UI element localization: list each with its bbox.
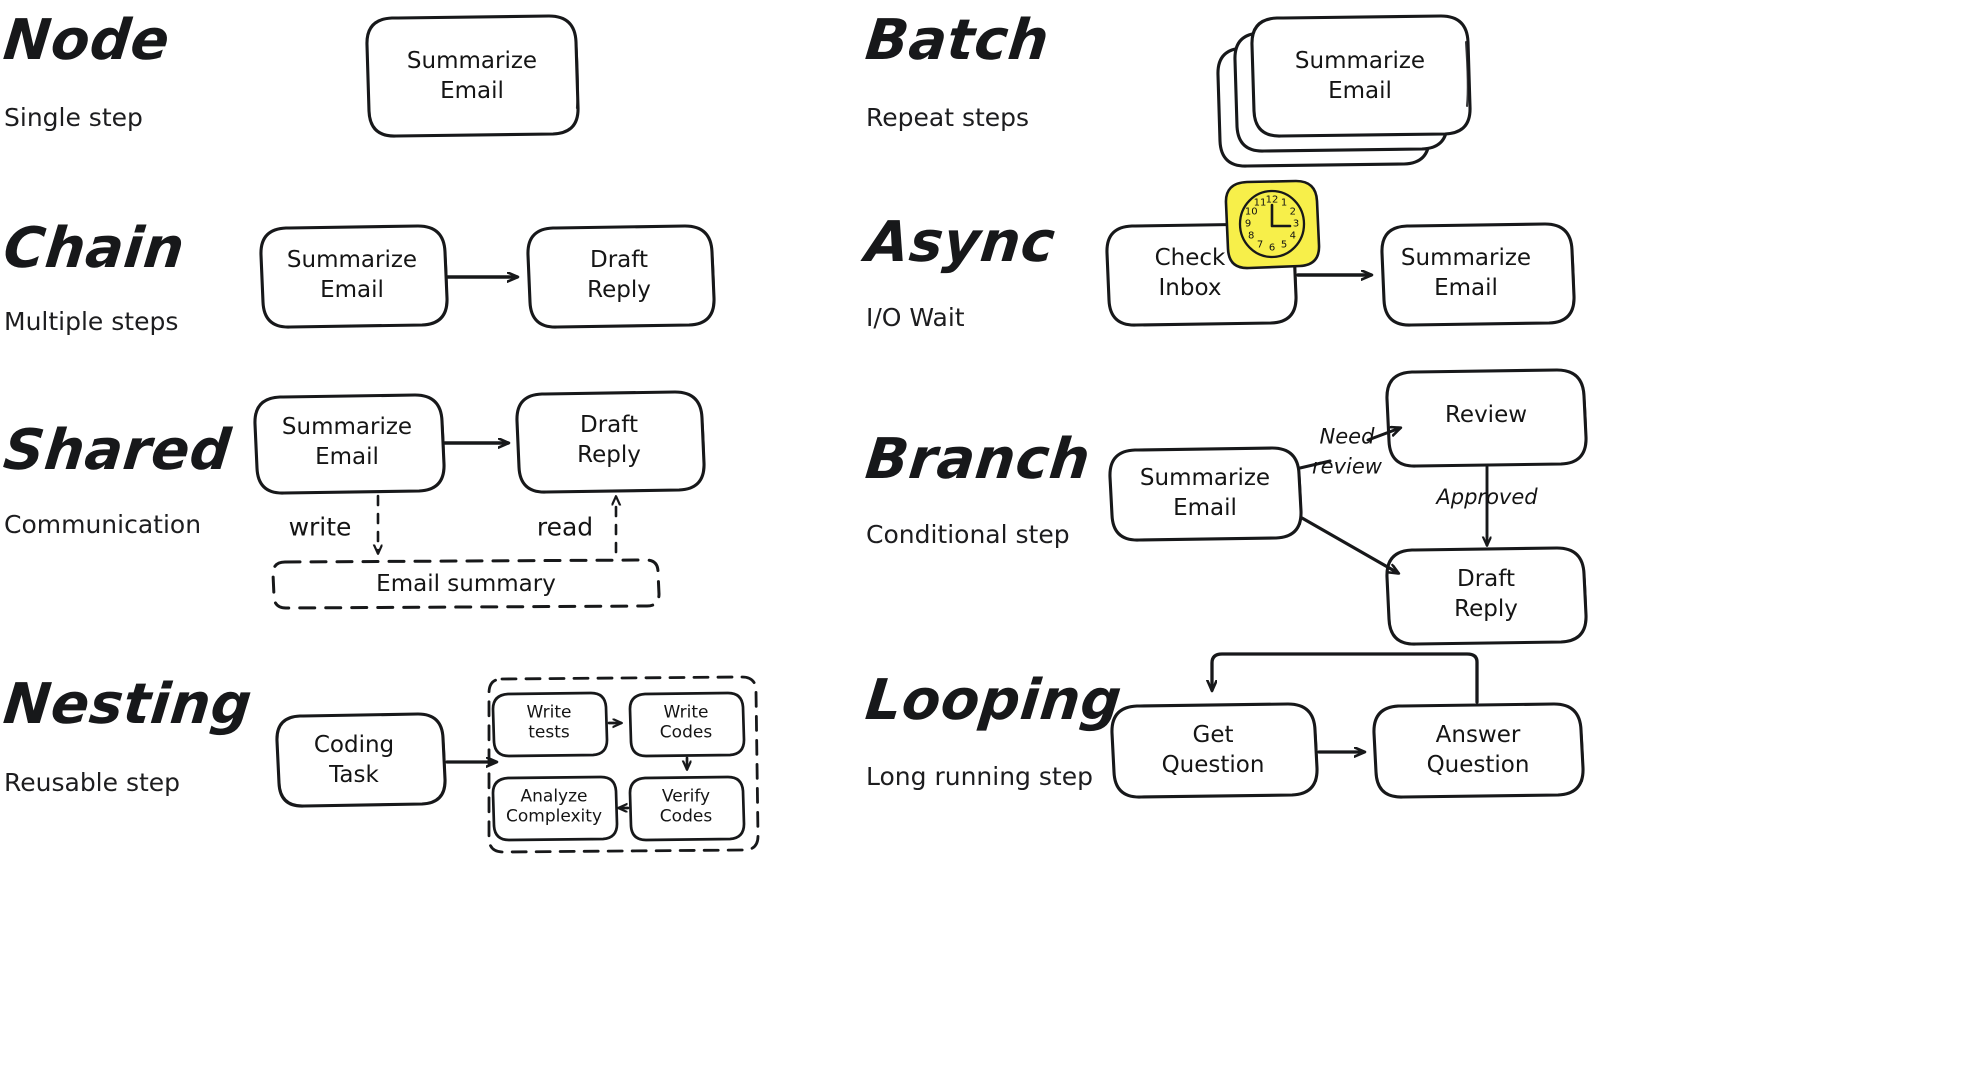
looping-node-answer-question[interactable] <box>1372 702 1585 799</box>
looping-label-answer-question: Answer Question <box>1426 722 1530 778</box>
clock-hour-3: 3 <box>1292 218 1300 230</box>
nesting-label-analyze-complexity: Analyze Complexity <box>505 786 603 827</box>
shared-label-summarize-email: Summarize Email <box>281 414 413 470</box>
clock-hour-5: 5 <box>1280 239 1288 251</box>
shared-edge-label-read: read <box>536 512 594 542</box>
section-title-branch: Branch <box>862 427 1094 492</box>
batch-card-stack[interactable] <box>1216 14 1472 168</box>
branch-node-review[interactable] <box>1385 368 1588 468</box>
async-label-summarize-email: Summarize Email <box>1400 245 1532 301</box>
section-subtitle-looping: Long running step <box>866 762 1093 791</box>
shared-store-email-summary[interactable] <box>271 558 661 610</box>
chain-label-draft-reply: Draft Reply <box>587 247 651 303</box>
section-title-looping: Looping <box>862 668 1125 733</box>
nesting-group-container <box>487 675 760 854</box>
clock-hour-12: 12 <box>1265 194 1279 206</box>
section-subtitle-node: Single step <box>4 103 143 132</box>
section-title-node: Node <box>0 8 173 73</box>
shared-node-summarize-email[interactable] <box>253 393 446 495</box>
section-subtitle-branch: Conditional step <box>866 520 1070 549</box>
branch-label-review: Review <box>1444 402 1528 429</box>
nesting-node-write-codes[interactable] <box>628 691 746 758</box>
shared-node-draft-reply[interactable] <box>515 390 706 494</box>
section-title-nesting: Nesting <box>0 672 256 737</box>
section-subtitle-nesting: Reusable step <box>4 768 181 797</box>
nesting-label-coding-task: Coding Task <box>313 732 395 788</box>
clock-hour-7: 7 <box>1256 239 1264 251</box>
async-label-check-inbox: Check Inbox <box>1154 245 1226 301</box>
async-node-summarize-email[interactable] <box>1380 222 1576 327</box>
clock-hour-4: 4 <box>1289 230 1296 242</box>
clock-hour-9: 9 <box>1244 218 1252 230</box>
clock-hour-6: 6 <box>1268 242 1276 254</box>
batch-label-summarize-email: Summarize Email <box>1294 48 1426 104</box>
shared-label-email-summary: Email summary <box>376 571 556 598</box>
nesting-label-write-codes: Write Codes <box>659 702 713 743</box>
chain-label-summarize-email: Summarize Email <box>286 247 418 303</box>
looping-edge-back <box>1212 652 1479 704</box>
nesting-label-write-tests: Write tests <box>526 702 572 743</box>
section-title-shared: Shared <box>0 418 235 483</box>
clock-hour-11: 11 <box>1253 197 1267 209</box>
section-subtitle-shared: Communication <box>4 510 202 539</box>
shared-edge-label-write: write <box>288 512 352 542</box>
branch-node-draft-reply[interactable] <box>1385 546 1588 646</box>
nesting-node-analyze-complexity[interactable] <box>491 775 619 842</box>
clock-hour-2: 2 <box>1289 206 1296 218</box>
branch-edge-need-review-2 <box>1366 428 1400 442</box>
branch-edge-label-need-review: Need review <box>1312 424 1382 479</box>
branch-label-draft-reply: Draft Reply <box>1454 566 1518 622</box>
branch-edge-need-review <box>1298 459 1332 470</box>
clock-hour-8: 8 <box>1248 230 1255 242</box>
section-title-batch: Batch <box>862 8 1053 73</box>
chain-node-draft-reply[interactable] <box>526 224 716 329</box>
chain-node-summarize-email[interactable] <box>259 224 449 329</box>
looping-label-get-question: Get Question <box>1161 722 1265 778</box>
nesting-node-coding-task[interactable] <box>275 712 447 808</box>
clock-hour-10: 10 <box>1244 206 1258 218</box>
looping-node-get-question[interactable] <box>1110 702 1319 799</box>
nesting-node-verify-codes[interactable] <box>628 775 746 842</box>
section-subtitle-async: I/O Wait <box>866 303 965 332</box>
section-title-chain: Chain <box>0 216 188 281</box>
branch-edge-to-draft <box>1300 516 1398 573</box>
clock-icon <box>1224 179 1321 270</box>
section-title-async: Async <box>862 210 1059 275</box>
node-label-summarize-email: Summarize Email <box>406 48 538 104</box>
section-subtitle-chain: Multiple steps <box>4 307 179 336</box>
shared-label-draft-reply: Draft Reply <box>577 412 641 468</box>
section-subtitle-batch: Repeat steps <box>866 103 1030 132</box>
branch-label-summarize-email: Summarize Email <box>1139 465 1271 521</box>
clock-hour-1: 1 <box>1280 197 1288 209</box>
branch-node-summarize-email[interactable] <box>1108 446 1303 542</box>
nesting-node-write-tests[interactable] <box>491 691 609 758</box>
branch-edge-label-approved: Approved <box>1436 485 1538 509</box>
node-card-summarize-email[interactable] <box>365 14 580 138</box>
nesting-label-verify-codes: Verify Codes <box>659 786 713 827</box>
